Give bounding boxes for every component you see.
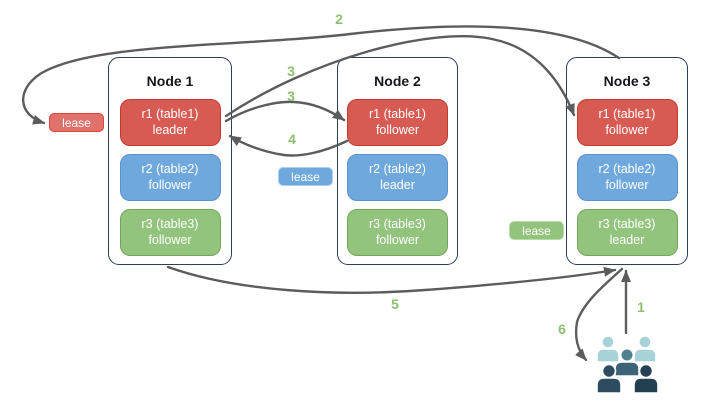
node-1-replica-r2-follower: r2 (table2) follower [119, 154, 221, 201]
node-3-title: Node 3 [603, 73, 651, 89]
node-2-replica-r2-leader: r2 (table2) leader [347, 154, 448, 201]
node-2-replica-r3-follower: r3 (table3) follower [347, 209, 448, 256]
node-2-title: Node 2 [374, 73, 421, 89]
step-label-5: 5 [391, 296, 399, 312]
replica-role: leader [380, 177, 415, 192]
replica-label: r3 (table3) [598, 217, 656, 231]
users-icon [596, 335, 659, 394]
replica-label: r1 (table1) [141, 107, 199, 121]
replica-label: r3 (table3) [369, 217, 426, 231]
replica-role: leader [152, 122, 188, 137]
replica-role: follower [148, 232, 192, 247]
replica-role: follower [375, 122, 420, 137]
node-3-replica-r1-follower: r1 (table1) follower [576, 99, 678, 146]
lease-badge-r1: lease [49, 113, 104, 132]
replica-role: follower [148, 177, 192, 192]
node-2: Node 2 r1 (table1) follower r2 (table2) … [337, 57, 458, 265]
replica-label: r2 (table2) [141, 162, 199, 176]
replica-label: r1 (table1) [369, 107, 426, 121]
replica-label: r3 (table3) [141, 217, 199, 231]
replica-label: r2 (table2) [369, 162, 426, 176]
step-label-1: 1 [637, 299, 645, 315]
lease-badge-r3: lease [509, 221, 564, 240]
replica-label: r1 (table1) [598, 107, 656, 121]
node-1-replica-r1-leader: r1 (table1) leader [119, 99, 221, 146]
replica-role: follower [605, 122, 649, 137]
replica-role: follower [605, 177, 649, 192]
step-label-4: 4 [288, 131, 296, 147]
step-label-2: 2 [335, 11, 343, 27]
node-1-replica-r3-follower: r3 (table3) follower [119, 209, 221, 256]
step-label-3b: 3 [287, 63, 295, 79]
node-2-replica-r1-follower: r1 (table1) follower [347, 99, 448, 146]
replica-role: leader [609, 232, 645, 247]
step-label-6: 6 [558, 321, 566, 337]
arrow-step-5-node1-to-node3 [166, 265, 617, 294]
node-1: Node 1 r1 (table1) leader r2 (table2) fo… [108, 57, 232, 265]
step-label-3a: 3 [287, 88, 295, 104]
arrow-step-3-leader-to-node2-follower [224, 100, 346, 123]
lease-badge-r2: lease [278, 167, 333, 186]
node-1-title: Node 1 [146, 73, 194, 89]
node-3-replica-r3-leader: r3 (table3) leader [576, 209, 678, 256]
replica-role: follower [375, 232, 420, 247]
node-3: Node 3 r1 (table1) follower r2 (table2) … [566, 57, 688, 265]
replica-label: r2 (table2) [598, 162, 656, 176]
node-3-replica-r2-follower: r2 (table2) follower [576, 154, 678, 201]
